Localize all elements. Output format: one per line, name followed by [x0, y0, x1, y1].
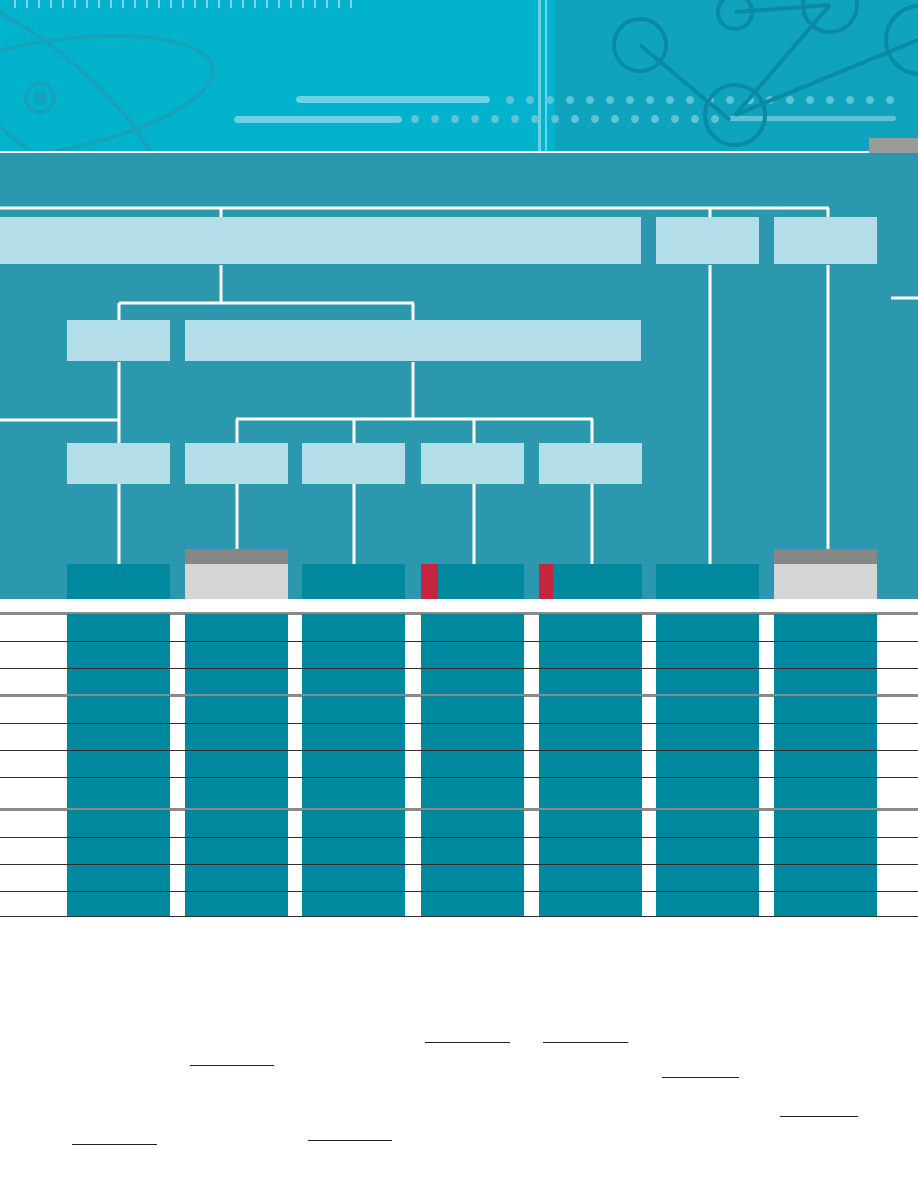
column-header-5	[539, 564, 642, 599]
molecule-network-icon	[612, 0, 918, 147]
column-header-7	[774, 564, 877, 599]
answer-blank[interactable]	[543, 1042, 628, 1043]
connector-lines	[0, 206, 918, 564]
root-node-c	[774, 217, 877, 264]
table-column-1	[67, 614, 170, 917]
red-marker-4	[421, 564, 438, 599]
table-column-2	[185, 614, 288, 917]
column-header-7-top	[774, 549, 877, 564]
root-node-b	[656, 217, 759, 264]
table-column-7	[774, 614, 877, 917]
row-separator	[0, 612, 918, 615]
column-header-1	[67, 564, 170, 599]
red-marker-5	[539, 564, 553, 599]
answer-blank[interactable]	[72, 1144, 157, 1145]
leaf-node-5	[539, 443, 642, 484]
answer-blank[interactable]	[662, 1077, 739, 1078]
answer-blank[interactable]	[425, 1042, 510, 1043]
answer-blank[interactable]	[308, 1140, 392, 1141]
header-banner	[0, 0, 918, 151]
answer-blank[interactable]	[190, 1065, 274, 1066]
atom-icon	[0, 0, 215, 151]
answer-blank[interactable]	[780, 1116, 858, 1117]
leaf-node-2	[185, 443, 288, 484]
table-column-5	[539, 614, 642, 917]
leaf-node-4	[421, 443, 524, 484]
sub-node-b	[185, 320, 641, 361]
root-node-main	[0, 217, 641, 264]
table-column-3	[302, 614, 405, 917]
leaf-node-1	[67, 443, 170, 484]
column-header-6	[656, 564, 759, 599]
column-header-2-top	[185, 549, 288, 564]
table-column-4	[421, 614, 524, 917]
table-column-6	[656, 614, 759, 917]
column-header-2	[185, 564, 288, 599]
leaf-node-3	[302, 443, 405, 484]
column-header-4	[421, 564, 524, 599]
column-header-3	[302, 564, 405, 599]
sub-node-a	[67, 320, 170, 361]
